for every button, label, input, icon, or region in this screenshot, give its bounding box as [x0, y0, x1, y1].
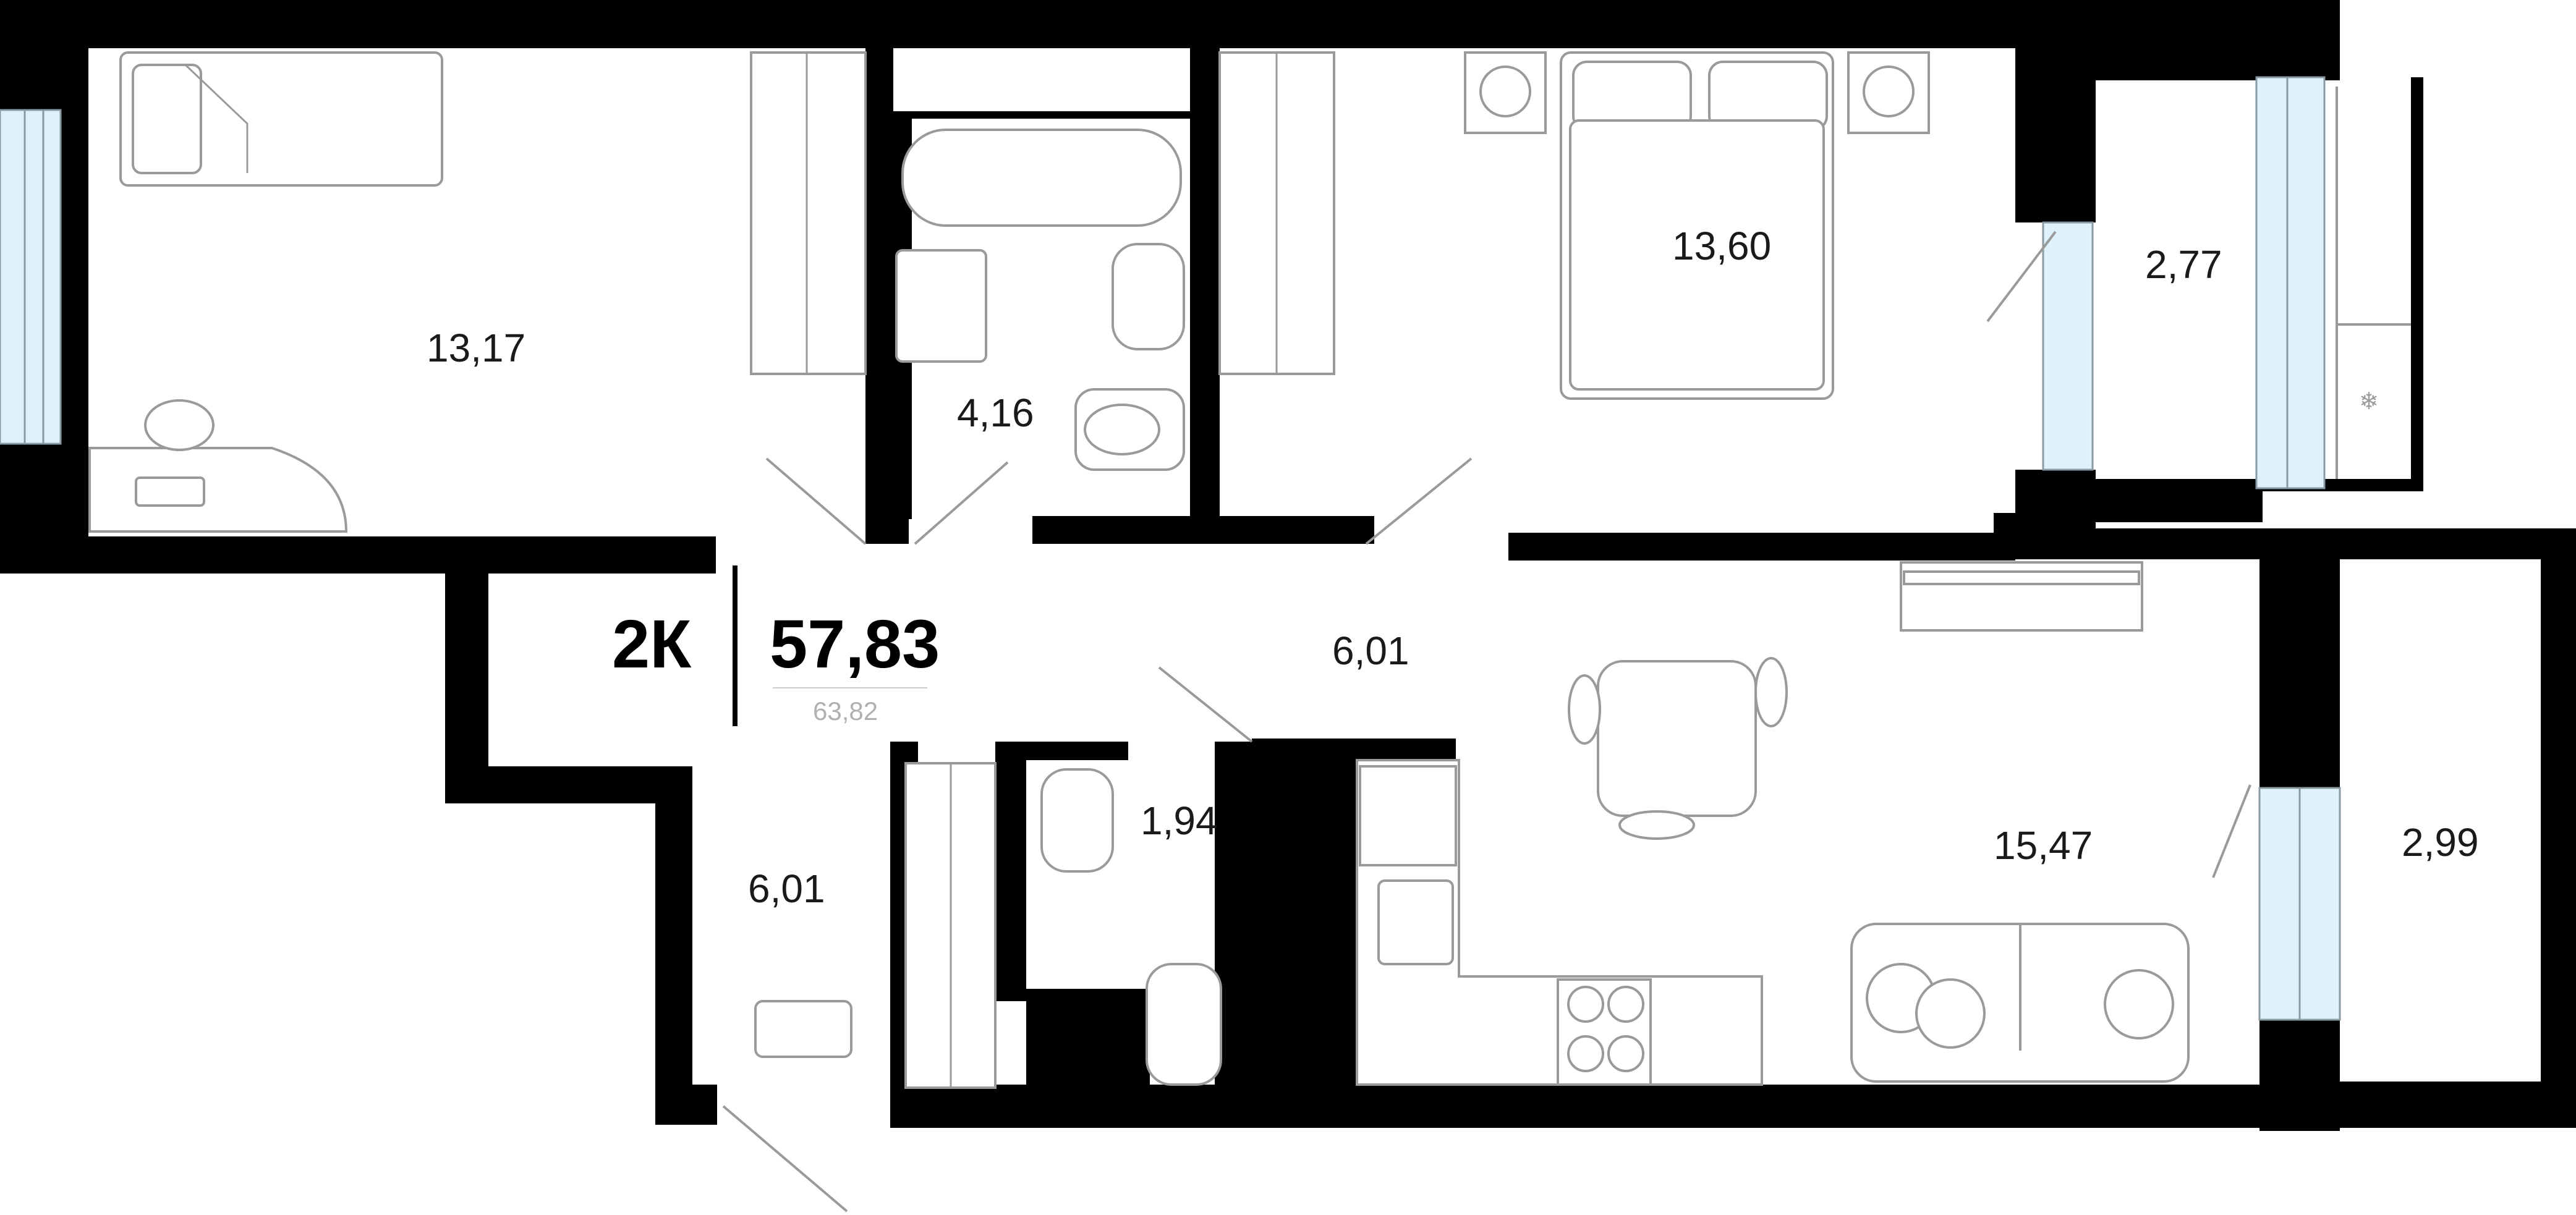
- room-area-balcony-1: 2,77: [2145, 242, 2222, 287]
- kitchen-sink: [1377, 879, 1454, 965]
- sink-wc: [1040, 768, 1114, 873]
- room-area-hall: 6,01: [1332, 629, 1409, 673]
- apartment-type: 2К: [612, 606, 692, 682]
- dining-table: [1597, 660, 1757, 817]
- desk: [88, 447, 348, 533]
- window-bedroom2: [2042, 221, 2094, 471]
- fridge: [1359, 765, 1457, 866]
- living-area: 57,83: [770, 606, 940, 682]
- room-area-bathroom: 4,16: [957, 391, 1034, 435]
- room-area-balcony-2: 2,99: [2402, 820, 2479, 865]
- windows: [0, 76, 2341, 1021]
- room-area-kitchen-living: 15,47: [1994, 823, 2093, 868]
- toilet-wc: [1146, 963, 1222, 1086]
- room-area-bedroom-1: 13,17: [427, 326, 525, 370]
- room-labels: 13,17 4,16 13,60 2,77 6,01 6,01 1,94 15,…: [427, 224, 2479, 911]
- chair-bottom: [1618, 810, 1695, 840]
- doormat: [754, 1000, 852, 1058]
- chair-1: [144, 399, 215, 451]
- walls: [0, 0, 2576, 1131]
- window-left: [0, 109, 62, 445]
- bathtub: [901, 129, 1182, 227]
- summary-divider: [733, 565, 738, 726]
- room-area-wc: 1,94: [1141, 798, 1218, 843]
- room-area-bedroom-2: 13,60: [1672, 224, 1771, 268]
- wardrobe-1: [750, 51, 867, 375]
- snowflake-icon: ❄: [2359, 387, 2379, 415]
- sink-bath: [1112, 243, 1185, 350]
- doors: [722, 231, 2251, 1213]
- area-summary: 2К 57,83 63,82: [612, 565, 940, 726]
- room-area-entrance: 6,01: [748, 866, 825, 911]
- window-balcony1: [2255, 76, 2326, 489]
- furniture: [88, 51, 2190, 1089]
- total-area: 63,82: [813, 696, 878, 726]
- chair-right: [1754, 657, 1788, 727]
- kitchen-counter: [1356, 759, 1763, 1086]
- washing-machine: [895, 249, 987, 363]
- chair-left: [1568, 674, 1601, 745]
